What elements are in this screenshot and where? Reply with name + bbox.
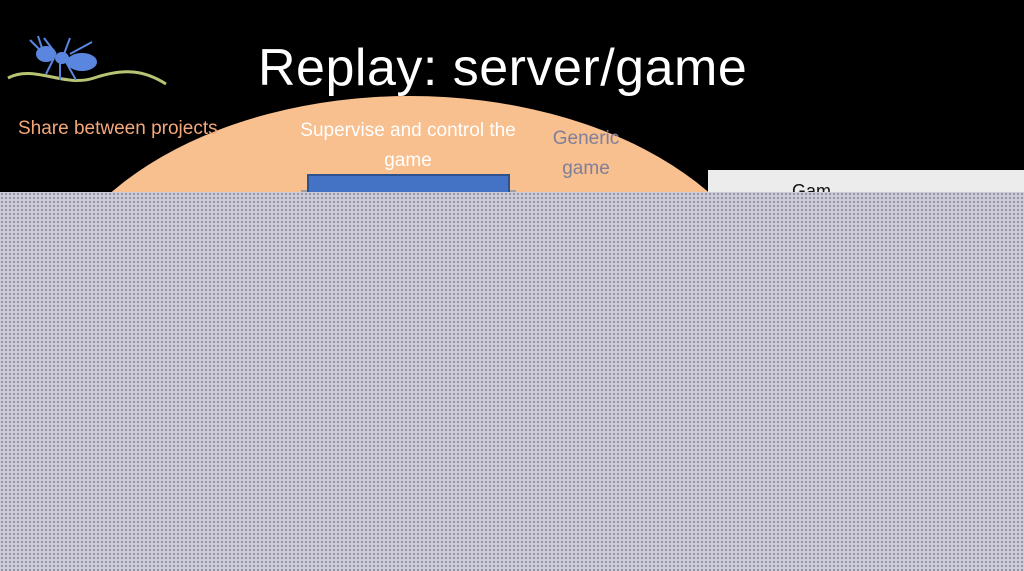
redaction-mask bbox=[0, 192, 1024, 571]
generic-game-label: Generic game bbox=[552, 128, 620, 179]
supervise-label: Supervise and control the game bbox=[300, 120, 516, 171]
ant-logo-icon bbox=[7, 35, 167, 86]
slide-title: Replay: server/game bbox=[258, 39, 748, 97]
share-label: Share between projects bbox=[18, 118, 218, 139]
